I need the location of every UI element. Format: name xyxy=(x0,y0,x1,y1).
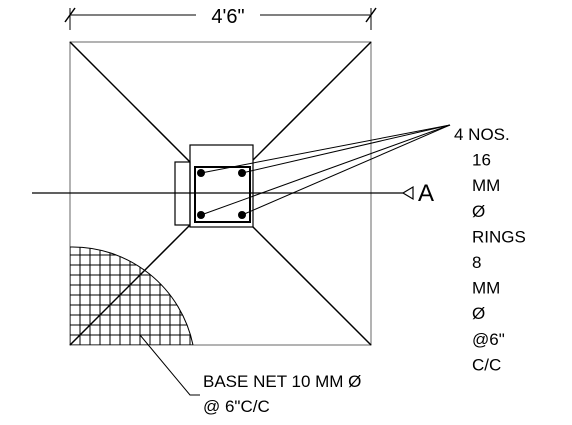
column-note-line: MM xyxy=(472,176,500,195)
base-net-leader xyxy=(139,334,200,396)
column-note-line: Ø xyxy=(472,304,485,323)
column-leader-lines xyxy=(200,124,451,216)
base-net-arc xyxy=(69,246,194,346)
base-net-hatch xyxy=(70,246,193,345)
column-note-line: MM xyxy=(472,279,500,298)
column-note-line: Ø xyxy=(472,202,485,221)
column-note-line: C/C xyxy=(472,355,501,374)
section-label: A xyxy=(418,180,434,207)
column-note-line: 8 xyxy=(472,253,481,272)
column-note-line: RINGS xyxy=(472,227,526,246)
column-note-line: @6" xyxy=(472,330,505,349)
section-arrow-icon xyxy=(401,185,414,201)
footing-slope-lines xyxy=(69,41,372,346)
base-net-note-line2: @ 6"C/C xyxy=(203,397,270,416)
base-net-note-line1: BASE NET 10 MM Ø xyxy=(203,372,361,391)
column-bars xyxy=(197,169,246,219)
dimension-label: 4'6" xyxy=(211,6,244,28)
column-note-line: 4 NOS. xyxy=(454,125,510,144)
dimension-label-background xyxy=(196,5,260,25)
column-note-line: 16 xyxy=(472,151,491,170)
